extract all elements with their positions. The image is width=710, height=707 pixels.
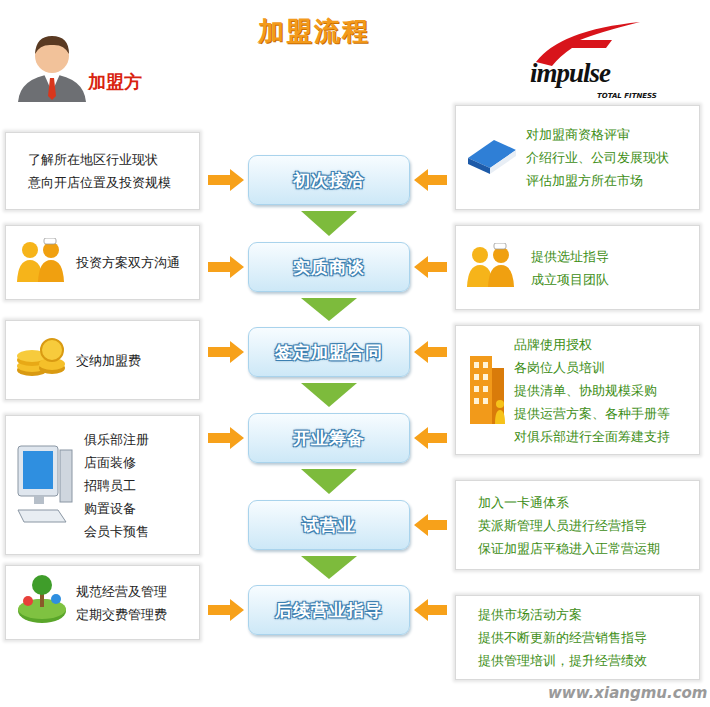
box-text: 会员卡预售 bbox=[84, 520, 193, 543]
info-box: 俱乐部注册店面装修招聘员工购置设备会员卡预售 bbox=[5, 415, 200, 555]
watermark: www.xiangmu.com bbox=[548, 684, 708, 702]
info-box: 加入一卡通体系英派斯管理人员进行经营指导保证加盟店平稳进入正常营运期 bbox=[455, 480, 700, 570]
info-box: 提供市场活动方案提供不断更新的经营销售指导提供管理培训，提升经营绩效 bbox=[455, 595, 700, 680]
box-text: 后续营业指导 bbox=[275, 599, 383, 622]
people-icon bbox=[464, 243, 518, 293]
flow-arrow bbox=[414, 169, 447, 191]
flow-arrow bbox=[414, 427, 447, 449]
info-box: 了解所在地区行业现状意向开店位置及投资规模 bbox=[5, 132, 200, 210]
box-text: 实质商谈 bbox=[293, 256, 365, 279]
box-text: 加入一卡通体系 bbox=[478, 491, 693, 514]
box-text: 试营业 bbox=[302, 514, 356, 537]
people-icon bbox=[14, 238, 68, 288]
box-text: 定期交费管理费 bbox=[76, 603, 193, 626]
box-text: 保证加盟店平稳进入正常营运期 bbox=[478, 537, 693, 560]
flow-arrow bbox=[301, 298, 357, 321]
flow-arrow bbox=[208, 599, 244, 621]
box-text: 初次接洽 bbox=[293, 169, 365, 192]
info-box: 规范经营及管理定期交费管理费 bbox=[5, 565, 200, 640]
flow-arrow bbox=[301, 556, 357, 579]
flow-arrow bbox=[301, 383, 357, 407]
info-box: 交纳加盟费 bbox=[5, 320, 200, 400]
box-text: 提供运营方案、各种手册等 bbox=[514, 402, 693, 425]
box-text: 提供管理培训，提升经营绩效 bbox=[478, 649, 693, 672]
box-text: 英派斯管理人员进行经营指导 bbox=[478, 514, 693, 537]
person-icon bbox=[18, 36, 86, 102]
box-text: 提供不断更新的经营销售指导 bbox=[478, 626, 693, 649]
box-text: 俱乐部注册 bbox=[84, 428, 193, 451]
box-text: 开业筹备 bbox=[293, 427, 365, 450]
flow-arrow bbox=[414, 341, 447, 363]
info-box: 对加盟商资格评审介绍行业、公司发展现状评估加盟方所在市场 bbox=[455, 105, 700, 210]
box-text: 介绍行业、公司发展现状 bbox=[526, 146, 693, 169]
logo-text: impulse bbox=[530, 58, 610, 89]
book-icon bbox=[464, 134, 520, 182]
flow-arrow bbox=[208, 169, 244, 191]
box-text: 签定加盟合同 bbox=[275, 341, 383, 364]
box-text: 提供清单、协助规模采购 bbox=[514, 379, 693, 402]
box-text: 对加盟商资格评审 bbox=[526, 123, 693, 146]
flow-arrow bbox=[208, 256, 244, 278]
box-text: 对俱乐部进行全面筹建支持 bbox=[514, 425, 693, 448]
process-box: 初次接洽 bbox=[248, 155, 410, 205]
info-box: 品牌使用授权各岗位人员培训提供清单、协助规模采购提供运营方案、各种手册等对俱乐部… bbox=[455, 325, 700, 455]
box-text: 店面装修 bbox=[84, 451, 193, 474]
flow-arrow bbox=[414, 256, 447, 278]
box-text: 提供选址指导 bbox=[531, 245, 693, 268]
box-text: 招聘员工 bbox=[84, 474, 193, 497]
process-box: 实质商谈 bbox=[248, 242, 410, 292]
box-text: 规范经营及管理 bbox=[76, 580, 193, 603]
building-icon bbox=[464, 348, 510, 432]
flow-arrow bbox=[414, 514, 447, 536]
box-text: 成立项目团队 bbox=[531, 268, 693, 291]
flow-arrow bbox=[301, 211, 357, 236]
flow-arrow bbox=[414, 599, 447, 621]
box-text: 了解所在地区行业现状 bbox=[28, 148, 193, 171]
info-box: 投资方案双方沟通 bbox=[5, 225, 200, 300]
party-label: 加盟方 bbox=[88, 70, 142, 94]
flow-arrow bbox=[208, 427, 244, 449]
box-text: 品牌使用授权 bbox=[514, 333, 693, 356]
computer-icon bbox=[14, 440, 76, 530]
process-box: 试营业 bbox=[248, 500, 410, 550]
diagram-title: 加盟流程 bbox=[258, 14, 370, 49]
box-text: 交纳加盟费 bbox=[76, 349, 193, 372]
coins-icon bbox=[14, 336, 68, 384]
process-box: 开业筹备 bbox=[248, 413, 410, 463]
flow-arrow bbox=[301, 469, 357, 494]
box-text: 评估加盟方所在市场 bbox=[526, 169, 693, 192]
box-text: 意向开店位置及投资规模 bbox=[28, 171, 193, 194]
info-box: 提供选址指导成立项目团队 bbox=[455, 225, 700, 310]
process-box: 后续营业指导 bbox=[248, 585, 410, 635]
process-box: 签定加盟合同 bbox=[248, 327, 410, 377]
globe-icon bbox=[14, 573, 70, 633]
box-text: 提供市场活动方案 bbox=[478, 603, 693, 626]
box-text: 购置设备 bbox=[84, 497, 193, 520]
box-text: 各岗位人员培训 bbox=[514, 356, 693, 379]
logo-tagline: TOTAL FITNESS bbox=[597, 92, 657, 100]
flow-arrow bbox=[208, 341, 244, 363]
box-text: 投资方案双方沟通 bbox=[76, 251, 193, 274]
